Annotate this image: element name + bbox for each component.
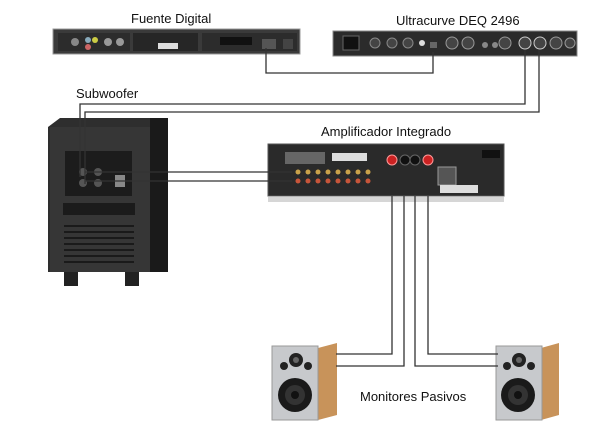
label-ultracurve-deq: Ultracurve DEQ 2496 [396,13,520,28]
digital-source-device [52,28,301,55]
integrated-amplifier-device [267,143,505,202]
cable-amp-to-left-monitor-b [336,196,405,367]
label-passive-monitors: Monitores Pasivos [360,389,467,404]
cable-source-to-eq [265,48,434,74]
ultracurve-deq-device [332,30,578,57]
subwoofer-device [48,118,168,286]
left-monitor-speaker [271,343,337,421]
cable-eq-to-sub-left [79,50,526,177]
label-digital-source: Fuente Digital [131,11,212,26]
cable-amp-to-right-monitor-b [427,196,498,355]
label-integrated-amplifier: Amplificador Integrado [321,124,452,139]
cable-eq-to-sub-right [84,50,540,184]
cable-amp-to-left-monitor-a [336,196,393,355]
cable-amp-to-right-monitor-a [414,196,498,367]
right-monitor-speaker [495,343,559,421]
label-subwoofer: Subwoofer [76,86,139,101]
